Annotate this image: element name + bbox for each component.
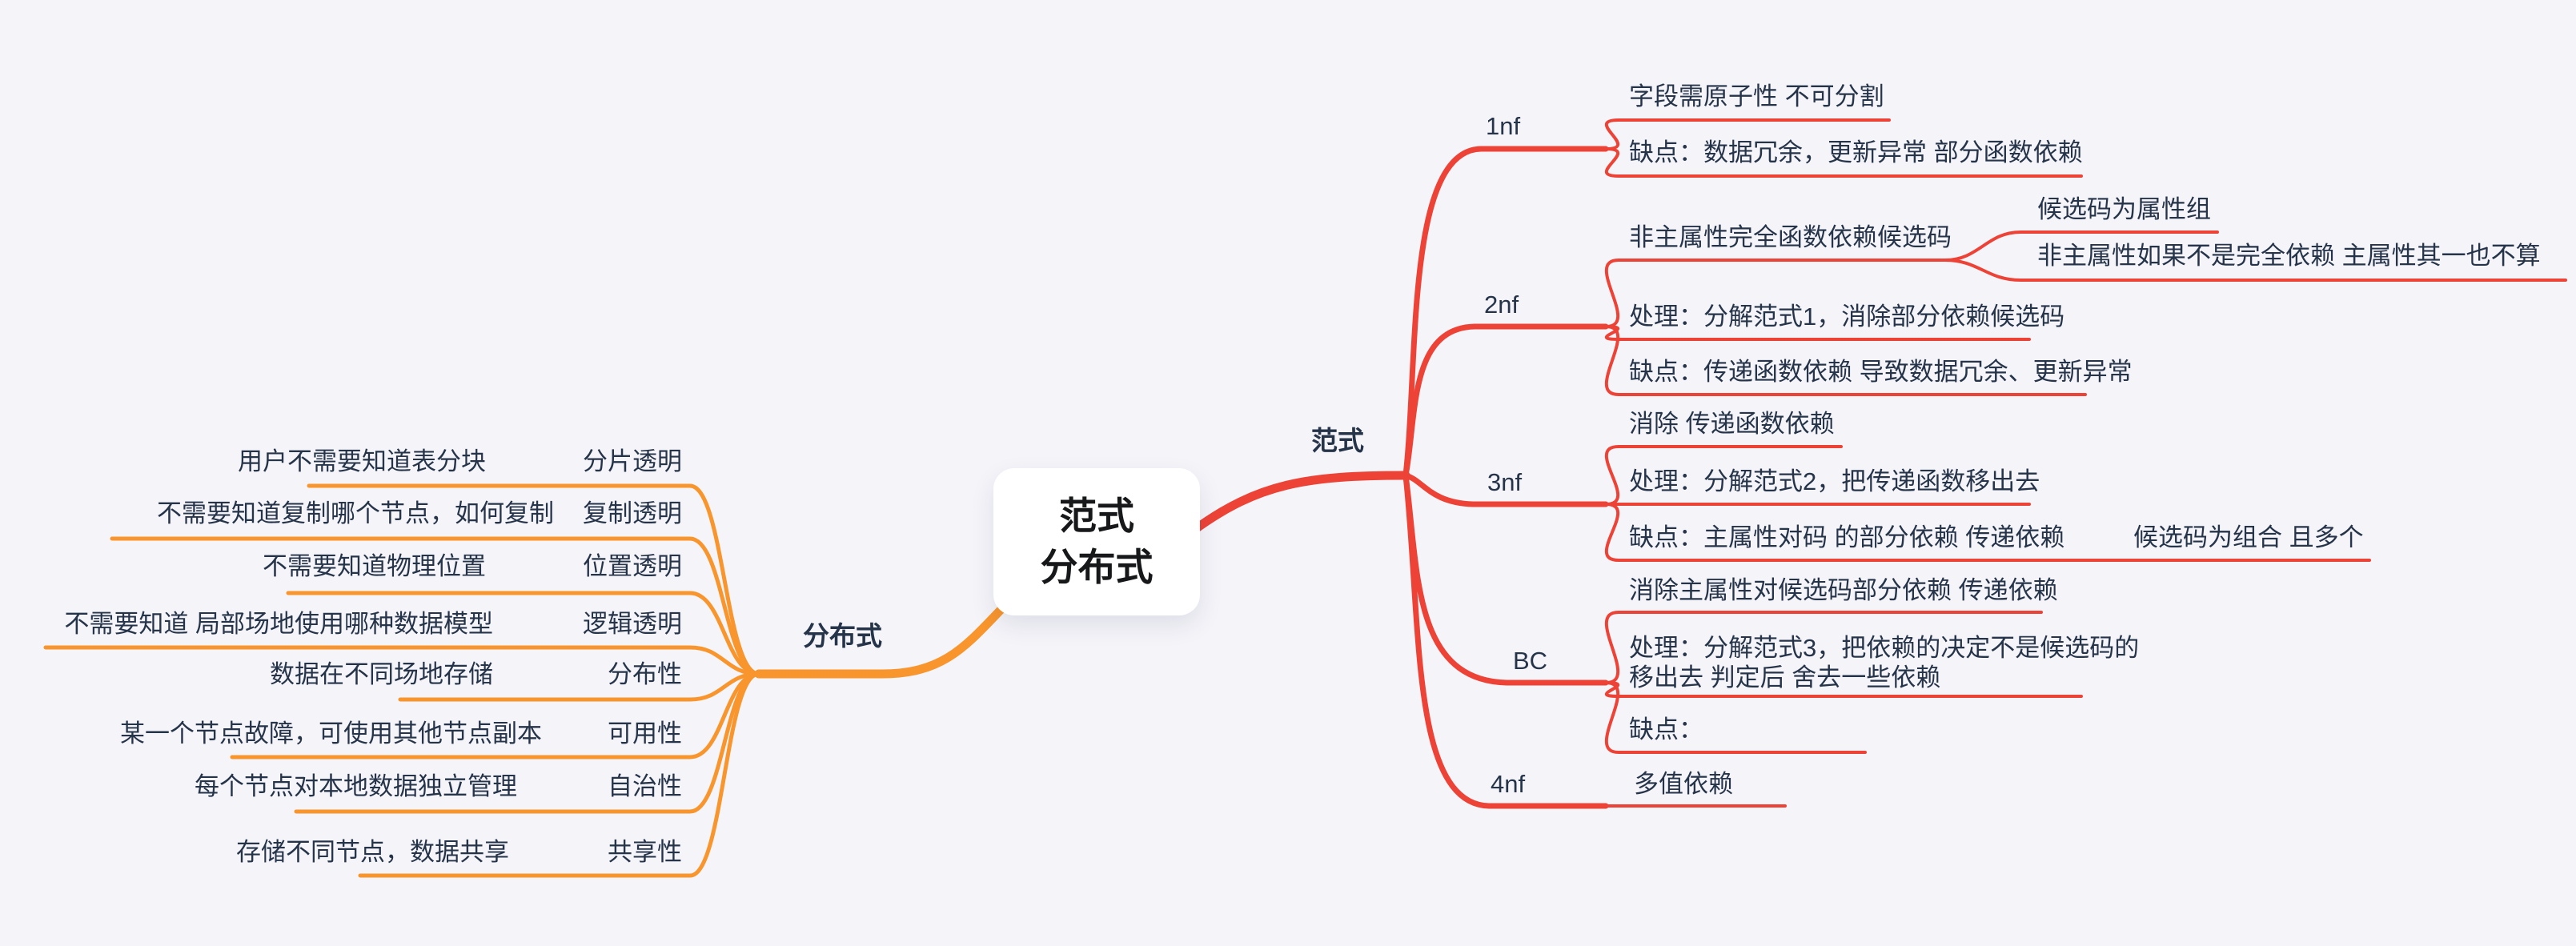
node-line bbox=[1604, 325, 2087, 396]
node-bc-handling-line2: 移出去 判定后 舍去一些依赖 bbox=[1629, 663, 1941, 691]
node-logical-transparency[interactable]: 逻辑透明 bbox=[583, 610, 682, 638]
node-4nf-rule[interactable]: 多值依赖 bbox=[1634, 770, 1733, 798]
branch-line-2nf bbox=[1402, 323, 1609, 479]
node-3nf[interactable]: 3nf bbox=[1487, 468, 1523, 496]
root-node-title-line1: 范式 bbox=[1059, 495, 1134, 537]
right-branch-wires bbox=[1190, 118, 2567, 809]
branch-line-3nf bbox=[1402, 472, 1609, 507]
node-2nf[interactable]: 2nf bbox=[1484, 291, 1519, 319]
node-autonomy[interactable]: 自治性 bbox=[608, 772, 682, 800]
branch-line-4nf bbox=[1402, 472, 1609, 809]
node-autonomy-desc[interactable]: 每个节点对本地数据独立管理 bbox=[195, 772, 517, 800]
node-line bbox=[1604, 445, 1843, 506]
node-2nf-drawback[interactable]: 缺点：传递函数依赖 导致数据冗余、更新异常 bbox=[1629, 358, 2133, 386]
root-node[interactable]: 范式 分布式 bbox=[993, 468, 1200, 615]
node-3nf-drawback-note[interactable]: 候选码为组合 且多个 bbox=[2133, 523, 2364, 551]
node-3nf-drawback[interactable]: 缺点：主属性对码 的部分依赖 传递依赖 bbox=[1629, 523, 2065, 551]
node-1nf-rule[interactable]: 字段需原子性 不可分割 bbox=[1629, 82, 1884, 110]
node-line bbox=[1604, 681, 2083, 698]
node-bc-handling-line1: 处理：分解范式3，把依赖的决定不是候选码的 bbox=[1629, 634, 2140, 662]
node-bc-handling[interactable]: 处理：分解范式3，把依赖的决定不是候选码的 移出去 判定后 舍去一些依赖 bbox=[1629, 633, 2139, 692]
node-bc-drawback[interactable]: 缺点： bbox=[1629, 716, 1703, 744]
node-distribution[interactable]: 分布性 bbox=[608, 660, 682, 688]
node-line bbox=[1604, 611, 2043, 684]
node-distribution-desc[interactable]: 数据在不同场地存储 bbox=[270, 660, 493, 688]
node-sharding-transparency[interactable]: 分片透明 bbox=[583, 447, 682, 475]
node-bc[interactable]: BC bbox=[1513, 647, 1548, 675]
node-3nf-rule[interactable]: 消除 传递函数依赖 bbox=[1629, 410, 1835, 438]
node-line bbox=[358, 671, 761, 878]
node-line bbox=[286, 591, 761, 676]
node-bc-rule[interactable]: 消除主属性对候选码部分依赖 传递依赖 bbox=[1629, 576, 2058, 604]
node-sharding-transparency-desc[interactable]: 用户不需要知道表分块 bbox=[238, 447, 486, 475]
node-2nf-rule-note2[interactable]: 非主属性如果不是完全依赖 主属性其一也不算 bbox=[2037, 242, 2541, 270]
node-location-transparency-desc[interactable]: 不需要知道物理位置 bbox=[263, 552, 486, 580]
node-3nf-handling[interactable]: 处理：分解范式2，把传递函数移出去 bbox=[1629, 467, 2040, 495]
node-2nf-handling[interactable]: 处理：分解范式1，消除部分依赖候选码 bbox=[1629, 303, 2065, 331]
node-line bbox=[1604, 325, 2031, 341]
node-line bbox=[1604, 503, 2371, 562]
node-line bbox=[1944, 259, 2567, 282]
node-sharing[interactable]: 共享性 bbox=[608, 838, 682, 866]
node-2nf-rule-note1[interactable]: 候选码为属性组 bbox=[2037, 195, 2211, 223]
right-trunk-line bbox=[1190, 471, 1410, 535]
node-line bbox=[43, 645, 761, 676]
node-line bbox=[110, 536, 761, 676]
node-4nf[interactable]: 4nf bbox=[1491, 770, 1526, 798]
node-1nf[interactable]: 1nf bbox=[1486, 112, 1521, 140]
left-branch-wires bbox=[43, 483, 1007, 878]
left-trunk-line bbox=[754, 603, 1007, 679]
node-line bbox=[1604, 259, 1947, 328]
branch-label-fenbushi[interactable]: 分布式 bbox=[803, 621, 882, 651]
node-2nf-rule[interactable]: 非主属性完全函数依赖候选码 bbox=[1629, 223, 1952, 251]
node-logical-transparency-desc[interactable]: 不需要知道 局部场地使用哪种数据模型 bbox=[64, 610, 493, 638]
node-replication-transparency[interactable]: 复制透明 bbox=[583, 499, 682, 527]
node-location-transparency[interactable]: 位置透明 bbox=[583, 552, 682, 580]
node-1nf-drawback[interactable]: 缺点：数据冗余，更新异常 部分函数依赖 bbox=[1629, 138, 2083, 166]
node-availability[interactable]: 可用性 bbox=[608, 720, 682, 748]
node-replication-transparency-desc[interactable]: 不需要知道复制哪个节点，如何复制 bbox=[157, 499, 554, 527]
branch-label-fanshi[interactable]: 范式 bbox=[1311, 426, 1364, 455]
node-line bbox=[1604, 147, 2083, 178]
root-node-title-line2: 分布式 bbox=[1040, 546, 1154, 588]
node-sharing-desc[interactable]: 存储不同节点，数据共享 bbox=[236, 838, 509, 866]
node-availability-desc[interactable]: 某一个节点故障，可使用其他节点副本 bbox=[120, 720, 542, 748]
node-line bbox=[1944, 230, 2219, 262]
node-line bbox=[1604, 681, 1867, 754]
node-line bbox=[1604, 118, 1891, 150]
